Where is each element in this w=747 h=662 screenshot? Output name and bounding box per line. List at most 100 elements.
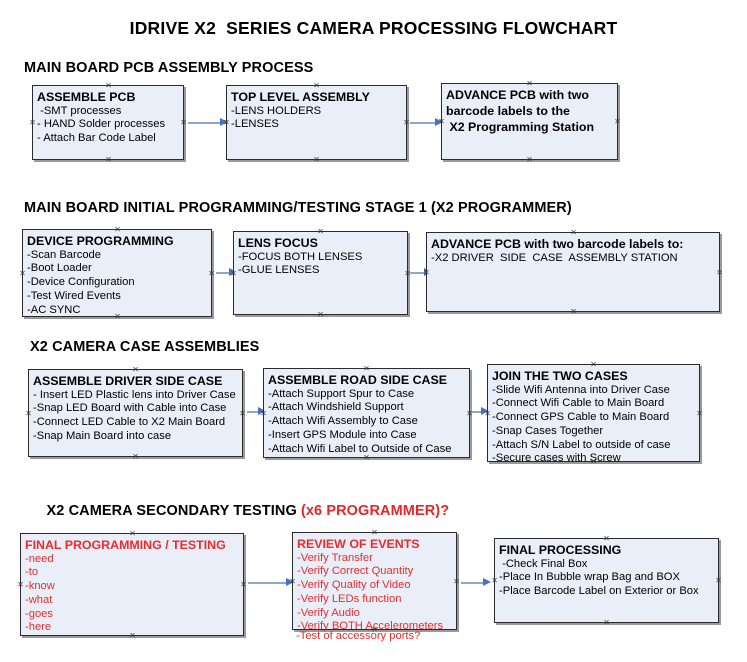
connector-handle-right[interactable] bbox=[179, 118, 188, 127]
arrow-connector bbox=[248, 578, 294, 587]
box-line: -Verify LEDs function bbox=[297, 592, 402, 605]
connector-handle-top[interactable] bbox=[362, 364, 371, 373]
connector-handle-top[interactable] bbox=[525, 79, 534, 88]
box-line: - HAND Solder processes bbox=[37, 118, 166, 131]
box-advance-pcb-station[interactable]: ADVANCE PCB with two barcode labels to t… bbox=[441, 83, 618, 160]
arrow-shaft bbox=[410, 121, 436, 124]
box-title: REVIEW OF EVENTS bbox=[297, 537, 420, 551]
connector-handle-right[interactable] bbox=[452, 577, 461, 586]
section-heading-3: X2 CAMERA CASE ASSEMBLIES bbox=[30, 339, 260, 355]
box-line: -need bbox=[25, 552, 54, 565]
box-title: FINAL PROGRAMMING / TESTING bbox=[25, 538, 226, 552]
box-review-of-events[interactable]: REVIEW OF EVENTS -Verify Transfer -Verif… bbox=[292, 532, 457, 632]
arrow-head-icon bbox=[481, 407, 489, 415]
connector-handle-left[interactable] bbox=[16, 580, 25, 589]
box-line: -Verify Correct Quantity bbox=[297, 565, 414, 578]
connector-handle-left[interactable] bbox=[18, 269, 27, 278]
arrow-shaft bbox=[410, 271, 425, 274]
box-line: -LENSES bbox=[231, 118, 279, 131]
connector-handle-right[interactable] bbox=[207, 269, 216, 278]
arrow-shaft bbox=[247, 410, 259, 413]
box-line: barcode labels to the bbox=[446, 103, 570, 118]
box-final-processing[interactable]: FINAL PROCESSING -Check Final Box -Place… bbox=[494, 538, 719, 623]
connector-handle-top[interactable] bbox=[113, 225, 122, 234]
box-line: -Snap Main Board into case bbox=[33, 429, 172, 442]
connector-handle-top[interactable] bbox=[316, 227, 325, 236]
box-line: -Verify Quality of Video bbox=[297, 579, 411, 592]
connector-handle-bottom[interactable] bbox=[131, 452, 140, 461]
box-line: -Place In Bubble wrap Bag and BOX bbox=[499, 571, 680, 584]
connector-handle-right[interactable] bbox=[715, 268, 724, 277]
box-advance-pcb-driver-case[interactable]: ADVANCE PCB with two barcode labels to: … bbox=[426, 232, 720, 312]
box-assemble-road-side-case[interactable]: ASSEMBLE ROAD SIDE CASE -Attach Support … bbox=[263, 368, 470, 458]
box-line: -here bbox=[25, 621, 52, 634]
box-line: -Insert GPS Module into Case bbox=[268, 428, 417, 441]
arrow-head-icon bbox=[483, 578, 491, 586]
connector-handle-bottom[interactable] bbox=[569, 307, 578, 316]
box-line: -Boot Loader bbox=[27, 262, 92, 275]
connector-handle-right[interactable] bbox=[714, 576, 723, 585]
box-line: - Attach Bar Code Label bbox=[37, 132, 156, 145]
section-heading-4: X2 CAMERA SECONDARY TESTING (x6 PROGRAMM… bbox=[30, 487, 450, 535]
arrow-connector bbox=[472, 407, 489, 416]
box-overflow-line: -Test of accessory ports? bbox=[296, 630, 421, 642]
box-title: ASSEMBLE PCB bbox=[37, 90, 136, 104]
connector-handle-top[interactable] bbox=[131, 365, 140, 374]
connector-handle-bottom[interactable] bbox=[602, 618, 611, 627]
connector-handle-bottom[interactable] bbox=[316, 310, 325, 319]
arrow-shaft bbox=[188, 121, 221, 124]
box-title: TOP LEVEL ASSEMBLY bbox=[231, 90, 370, 104]
box-assemble-pcb[interactable]: ASSEMBLE PCB -SMT processes - HAND Solde… bbox=[32, 85, 184, 160]
box-lens-focus[interactable]: LENS FOCUS -FOCUS BOTH LENSES -GLUE LENS… bbox=[233, 231, 408, 315]
box-title: FINAL PROCESSING bbox=[499, 543, 622, 557]
arrow-connector bbox=[188, 118, 228, 127]
box-line: -LENS HOLDERS bbox=[231, 104, 322, 117]
arrow-head-icon bbox=[220, 118, 228, 126]
connector-handle-left[interactable] bbox=[490, 576, 499, 585]
connector-handle-top[interactable] bbox=[589, 360, 598, 369]
connector-handle-right[interactable] bbox=[239, 580, 248, 589]
connector-handle-top[interactable] bbox=[312, 81, 321, 90]
section-heading-4-text: X2 CAMERA SECONDARY TESTING bbox=[46, 503, 301, 519]
box-final-programming-testing[interactable]: FINAL PROGRAMMING / TESTING -need -to -k… bbox=[20, 533, 244, 636]
box-line: -Place Barcode Label on Exterior or Box bbox=[499, 585, 699, 598]
connector-handle-right[interactable] bbox=[695, 409, 704, 418]
page-title: IDRIVE X2 SERIES CAMERA PROCESSING FLOWC… bbox=[129, 18, 618, 38]
connector-handle-top[interactable] bbox=[569, 228, 578, 237]
arrow-shaft bbox=[461, 581, 484, 584]
connector-handle-bottom[interactable] bbox=[104, 155, 113, 164]
box-title: ADVANCE PCB with two barcode labels to: bbox=[431, 237, 684, 251]
arrow-shaft bbox=[472, 410, 482, 413]
box-device-programming[interactable]: DEVICE PROGRAMMING -Scan Barcode -Boot L… bbox=[22, 229, 212, 317]
box-line: -Attach Wifi Assembly to Case bbox=[268, 415, 418, 428]
box-line: -Attach S/N Label to outside of case bbox=[492, 438, 671, 451]
box-join-the-two-cases[interactable]: JOIN THE TWO CASES -Slide Wifi Antenna i… bbox=[487, 364, 700, 464]
box-top-level-assembly[interactable]: TOP LEVEL ASSEMBLY -LENS HOLDERS -LENSES bbox=[226, 85, 407, 160]
box-line: -Connect LED Cable to X2 Main Board bbox=[33, 416, 226, 429]
box-line: -Test Wired Events bbox=[27, 289, 121, 302]
connector-handle-top[interactable] bbox=[602, 534, 611, 543]
box-line: -Connect Wifi Cable to Main Board bbox=[492, 397, 665, 410]
box-line: -Snap LED Board with Cable into Case bbox=[33, 402, 227, 415]
arrow-shaft bbox=[216, 271, 230, 274]
connector-handle-bottom[interactable] bbox=[525, 155, 534, 164]
box-line: -what bbox=[25, 593, 53, 606]
connector-handle-bottom[interactable] bbox=[312, 155, 321, 164]
connector-handle-left[interactable] bbox=[24, 409, 33, 418]
connector-handle-right[interactable] bbox=[238, 409, 247, 418]
connector-handle-top[interactable] bbox=[104, 81, 113, 90]
box-line: -Verify Transfer bbox=[297, 551, 373, 564]
connector-handle-right[interactable] bbox=[613, 117, 622, 126]
connector-handle-left[interactable] bbox=[28, 118, 37, 127]
box-title: JOIN THE TWO CASES bbox=[492, 369, 628, 383]
arrow-head-icon bbox=[286, 578, 294, 586]
box-assemble-driver-side-case[interactable]: ASSEMBLE DRIVER SIDE CASE - Insert LED P… bbox=[28, 369, 243, 457]
box-title: LENS FOCUS bbox=[238, 236, 318, 250]
box-line: -Verify Audio bbox=[297, 606, 360, 619]
box-line: -FOCUS BOTH LENSES bbox=[238, 250, 363, 263]
box-line: - Insert LED Plastic lens into Driver Ca… bbox=[33, 388, 236, 401]
box-line: -AC SYNC bbox=[27, 303, 81, 316]
arrow-head-icon bbox=[258, 407, 266, 415]
section-heading-1: MAIN BOARD PCB ASSEMBLY PROCESS bbox=[24, 60, 314, 76]
